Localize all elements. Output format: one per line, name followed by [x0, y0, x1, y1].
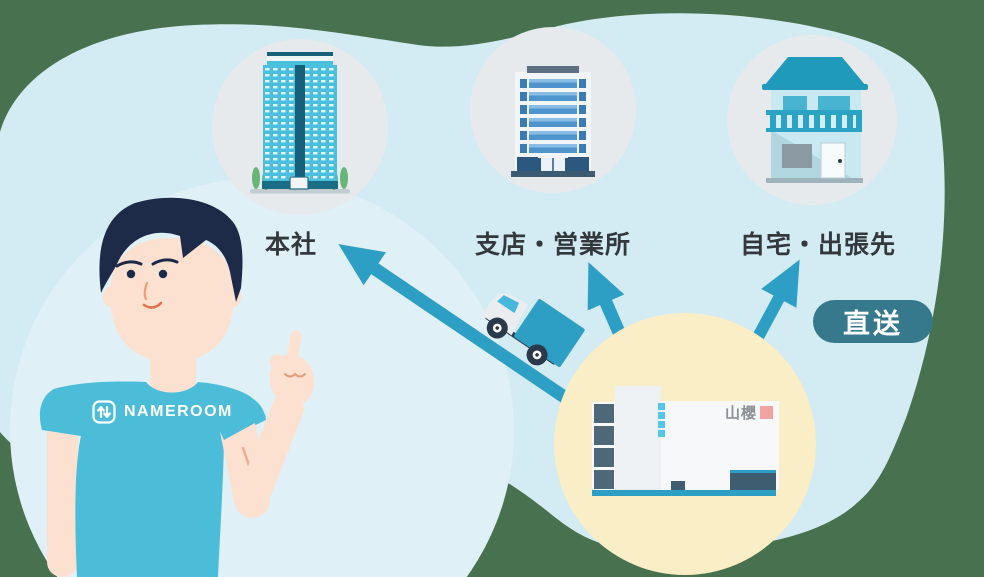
character [39, 197, 315, 577]
character-thumb [269, 354, 285, 370]
character-knuckles [284, 372, 306, 378]
truck-wheel [486, 317, 508, 339]
label-home-or-trip: 自宅・出張先 [739, 231, 897, 259]
shirt-brand-text: NAMEROOM [124, 403, 233, 420]
nameroom-arrows-icon [92, 400, 116, 424]
factory-company-logo: 山櫻 [725, 402, 774, 423]
destination-circle-branch [470, 27, 636, 193]
character-face-features [115, 258, 179, 309]
shirt-brand-logo: NAMEROOM [92, 400, 233, 424]
destination-circle-home [727, 35, 897, 205]
house-icon [762, 57, 868, 183]
delivery-truck-icon [481, 293, 585, 367]
character-face [110, 238, 234, 362]
direct-shipping-badge: 直送 [813, 300, 933, 343]
character-pointing-arm [206, 330, 315, 518]
character-sleeve [206, 386, 266, 440]
skyscraper-icon [250, 52, 350, 194]
office-building-icon [511, 66, 595, 177]
factory-icon [592, 386, 779, 496]
factory-logo-text: 山櫻 [725, 405, 758, 422]
source-circle [554, 313, 816, 575]
destination-circle-headquarters [212, 39, 388, 215]
label-branch-office: 支店・営業所 [474, 231, 632, 259]
truck-wheel [526, 344, 548, 366]
character-index-finger [280, 330, 302, 402]
character-hair [99, 197, 243, 302]
character-left-arm [47, 412, 78, 577]
factory-logo-square-icon [760, 406, 774, 419]
character-shirt [39, 381, 266, 577]
label-headquarters: 本社 [264, 231, 318, 259]
